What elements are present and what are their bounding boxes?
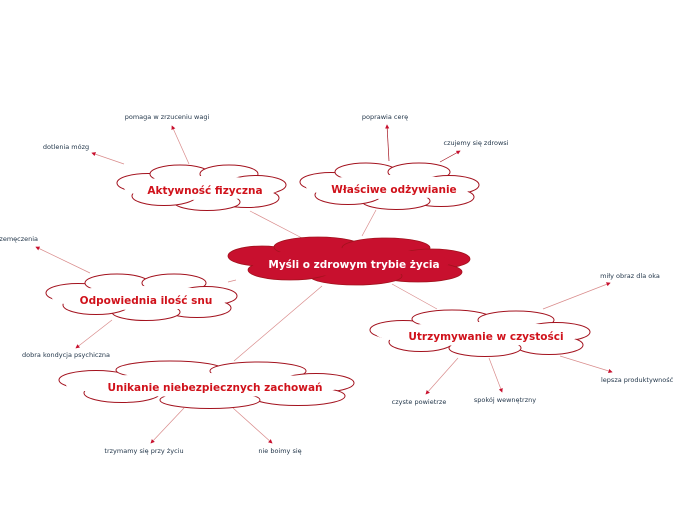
connectors: [35, 124, 613, 444]
leaf-czujemy-sie-zdrowsi[interactable]: czujemy się zdrowsi: [443, 139, 509, 147]
connector-center-aktywnosc: [249, 210, 303, 239]
connector-leaf: [171, 125, 190, 165]
connector-leaf: [150, 407, 185, 444]
connector-center-czystosc: [391, 283, 438, 310]
branch-label: Właściwe odżywianie: [331, 184, 456, 196]
branch-label: Unikanie niebezpiecznych zachowań: [107, 382, 322, 394]
leaf-trzymamy-sie-przy-zyciu[interactable]: trzymamy się przy życiu: [104, 447, 184, 455]
branch-czystosc[interactable]: Utrzymywanie w czystości: [369, 309, 591, 357]
branch-sen[interactable]: Odpowiednia ilość snu: [45, 273, 238, 321]
leaf-czyste-powietrze[interactable]: czyste powietrze: [391, 398, 447, 406]
branch-label: Utrzymywanie w czystości: [408, 331, 563, 343]
connector-leaf: [559, 355, 613, 373]
leaf-lepsza-produktywnosc[interactable]: lepsza produktywność: [601, 376, 674, 384]
branch-label: Odpowiednia ilość snu: [80, 295, 213, 307]
connector-center-odzywianie: [361, 209, 377, 237]
branch-zachowania[interactable]: Unikanie niebezpiecznych zachowań: [58, 360, 355, 409]
connector-leaf: [35, 246, 91, 274]
connector-leaf: [542, 282, 611, 310]
connector-leaf: [232, 407, 273, 444]
connector-leaf: [425, 357, 459, 395]
leaf-pomaga-w-zrzuceniu-wagi[interactable]: pomaga w zrzuceniu wagi: [124, 113, 210, 121]
connector-center-zachowania: [233, 285, 323, 362]
branch-odzywianie[interactable]: Właściwe odżywianie: [299, 162, 480, 210]
branch-label: Aktywność fizyczna: [147, 185, 262, 197]
branch-aktywnosc[interactable]: Aktywność fizyczna: [116, 164, 287, 211]
connector-leaf: [91, 152, 125, 165]
leaf-spokoj-wewnetrzny[interactable]: spokój wewnętrzny: [473, 396, 537, 404]
leaf-poprawia-cere[interactable]: poprawia cerę: [361, 113, 409, 121]
leaf-mily-obraz-dla-oka[interactable]: miły obraz dla oka: [600, 272, 660, 280]
connector-leaf: [488, 357, 503, 393]
connector-leaf: [439, 150, 461, 163]
leaf-nie-boimy-sie[interactable]: nie boimy się: [258, 447, 302, 455]
connector-center-sen: [227, 279, 237, 283]
connector-leaf: [385, 124, 390, 162]
leaf-dotlenia-mozg[interactable]: dotlenia mózg: [42, 143, 90, 151]
connector-leaf: [75, 319, 113, 349]
central-topic-label: Myśli o zdrowym trybie życia: [268, 259, 439, 271]
central-topic[interactable]: Myśli o zdrowym trybie życia: [227, 236, 471, 286]
leaf-dobra-kondycja-psychiczna[interactable]: dobra kondycja psychiczna: [22, 351, 110, 359]
